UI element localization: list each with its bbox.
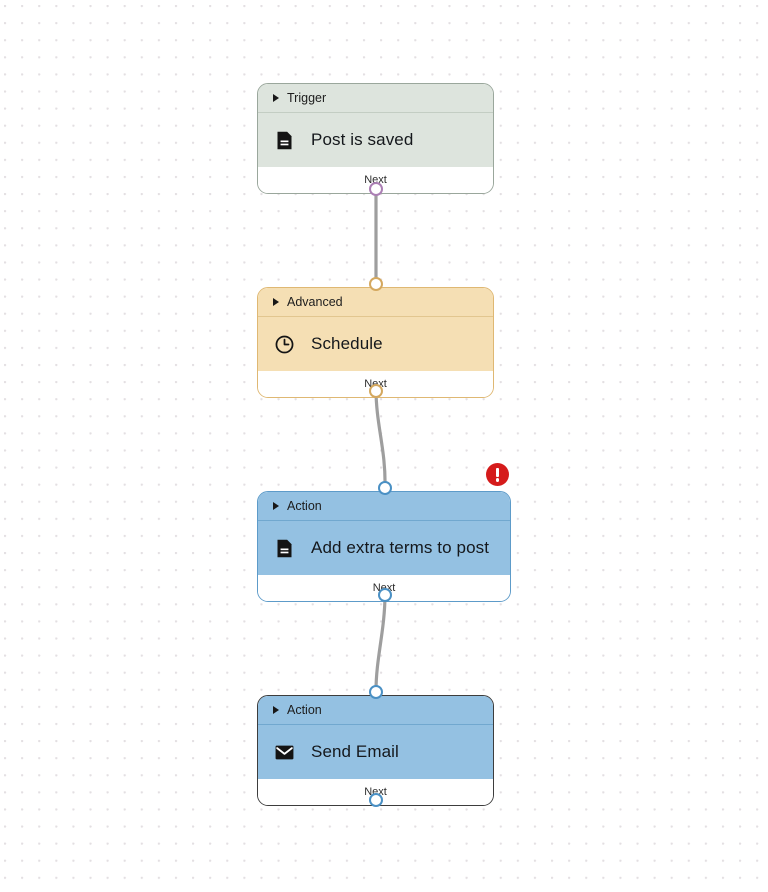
node-divider bbox=[258, 520, 510, 521]
node-title: Add extra terms to post bbox=[311, 538, 490, 557]
error-exclamation-dot bbox=[495, 478, 500, 482]
chevron-right-icon[interactable] bbox=[273, 298, 279, 306]
node-action-add-extra-terms[interactable]: Action Add extra terms to post Next bbox=[257, 491, 511, 602]
port-out-send-email[interactable] bbox=[369, 793, 383, 807]
node-title: Post is saved bbox=[311, 130, 414, 149]
node-header-trigger[interactable]: Trigger bbox=[258, 84, 493, 112]
node-header-action[interactable]: Action bbox=[258, 492, 510, 520]
node-advanced-schedule[interactable]: Advanced Schedule Next bbox=[257, 287, 494, 398]
port-in-advanced[interactable] bbox=[369, 277, 383, 291]
error-icon[interactable] bbox=[486, 463, 509, 486]
node-body-trigger[interactable]: Post is saved bbox=[258, 113, 493, 167]
node-header-advanced[interactable]: Advanced bbox=[258, 288, 493, 316]
node-title: Send Email bbox=[311, 742, 399, 761]
port-out-trigger[interactable] bbox=[369, 182, 383, 196]
node-body-action[interactable]: Send Email bbox=[258, 725, 493, 779]
chevron-right-icon[interactable] bbox=[273, 502, 279, 510]
node-header-action[interactable]: Action bbox=[258, 696, 493, 724]
node-divider bbox=[258, 724, 493, 725]
node-divider bbox=[258, 316, 493, 317]
connector-action-terms-to-send-email bbox=[374, 592, 387, 693]
node-trigger-post-is-saved[interactable]: Trigger Post is saved Next bbox=[257, 83, 494, 194]
document-icon bbox=[274, 538, 295, 559]
connector-advanced-to-action-terms bbox=[374, 387, 387, 490]
node-kind-label: Trigger bbox=[287, 91, 327, 105]
node-body-advanced[interactable]: Schedule bbox=[258, 317, 493, 371]
node-action-send-email[interactable]: Action Send Email Next bbox=[257, 695, 494, 806]
node-footer-label: Next bbox=[364, 174, 387, 186]
document-icon bbox=[274, 130, 295, 151]
node-kind-label: Action bbox=[287, 499, 322, 513]
port-out-action-terms[interactable] bbox=[378, 588, 392, 602]
port-in-send-email[interactable] bbox=[369, 685, 383, 699]
node-divider bbox=[258, 112, 493, 113]
node-kind-label: Advanced bbox=[287, 295, 343, 309]
node-body-action[interactable]: Add extra terms to post bbox=[258, 521, 510, 575]
node-kind-label: Action bbox=[287, 703, 322, 717]
chevron-right-icon[interactable] bbox=[273, 94, 279, 102]
port-out-advanced[interactable] bbox=[369, 384, 383, 398]
error-exclamation-stroke bbox=[495, 467, 500, 477]
node-title: Schedule bbox=[311, 334, 383, 353]
clock-icon bbox=[274, 334, 295, 355]
envelope-icon bbox=[274, 742, 295, 763]
port-in-action-terms[interactable] bbox=[378, 481, 392, 495]
chevron-right-icon[interactable] bbox=[273, 706, 279, 714]
